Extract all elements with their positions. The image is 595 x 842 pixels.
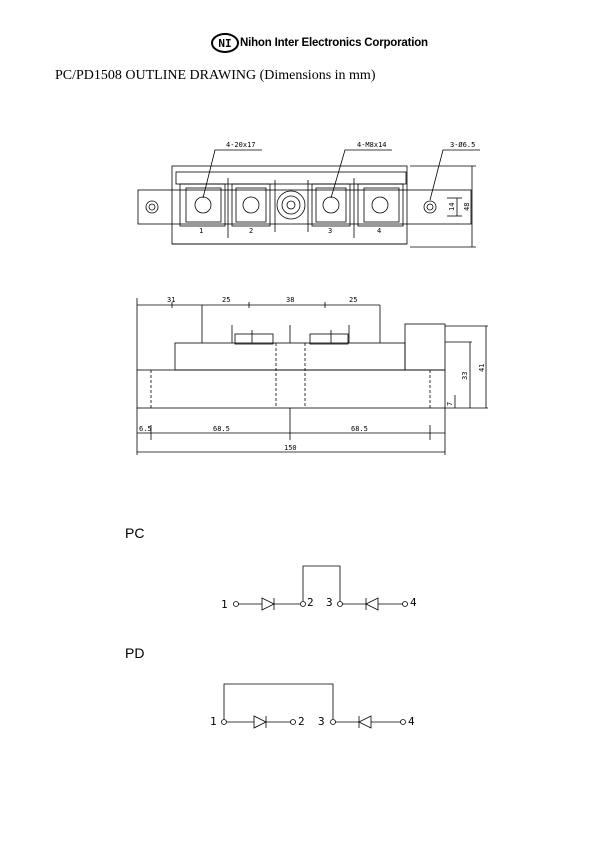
pc-pin-2 xyxy=(300,601,306,607)
pd-pin-4 xyxy=(400,719,406,725)
terminal-screw-3 xyxy=(322,196,340,214)
pd-circuit xyxy=(221,683,406,729)
terminal-block-1 xyxy=(179,183,226,227)
dim-41: 41 xyxy=(478,364,486,372)
terminal-number-1: 1 xyxy=(199,227,203,235)
pd-diode-1 xyxy=(253,715,267,729)
callout-screw: 4-M8x14 xyxy=(357,141,387,149)
mount-hole-left xyxy=(145,200,159,214)
dim-150: 150 xyxy=(284,444,297,452)
pd-pin-label-3: 3 xyxy=(318,715,325,728)
dim-7: 7 xyxy=(446,402,454,406)
company-name: Nihon Inter Electronics Corporation xyxy=(240,37,428,49)
base-plate-side xyxy=(136,369,446,409)
callout-terminal-size: 4-20x17 xyxy=(226,141,256,149)
pc-pin-label-3: 3 xyxy=(326,596,333,609)
dim-25-a: 25 xyxy=(222,296,230,304)
dim-33: 33 xyxy=(461,372,469,380)
callout-mount-hole: 3-Ø6.5 xyxy=(450,141,475,149)
pd-pin-3 xyxy=(330,719,336,725)
pc-pin-4 xyxy=(402,601,408,607)
housing-side xyxy=(174,342,406,371)
dim-38: 38 xyxy=(286,296,294,304)
terminal-screw-2 xyxy=(242,196,260,214)
terminal-number-2: 2 xyxy=(249,227,253,235)
pd-label: PD xyxy=(125,645,145,661)
terminal-number-3: 3 xyxy=(328,227,332,235)
pc-label: PC xyxy=(125,525,145,541)
page-title: PC/PD1508 OUTLINE DRAWING (Dimensions in… xyxy=(55,68,376,83)
terminal-number-4: 4 xyxy=(377,227,381,235)
pc-pin-label-2: 2 xyxy=(307,596,314,609)
center-mount xyxy=(276,190,306,220)
pc-pin-3 xyxy=(337,601,343,607)
pd-pin-1 xyxy=(221,719,227,725)
pd-pin-label-1: 1 xyxy=(210,715,217,728)
pd-pin-label-4: 4 xyxy=(408,715,415,728)
company-logo: NI xyxy=(211,33,239,57)
pc-pin-1 xyxy=(233,601,239,607)
terminal-screw-4 xyxy=(371,196,389,214)
pc-pin-label-1: 1 xyxy=(221,598,228,611)
dim-68-5-a: 68.5 xyxy=(213,425,230,433)
pd-pin-label-2: 2 xyxy=(298,715,305,728)
pc-diode-1 xyxy=(261,597,275,611)
terminal-block-3 xyxy=(311,183,351,227)
pd-link xyxy=(223,683,334,719)
base-plate-top xyxy=(137,189,472,225)
pc-link xyxy=(302,565,341,601)
dim-68-5-b: 68.5 xyxy=(351,425,368,433)
mount-hole-right xyxy=(423,200,437,214)
terminal-screw-1 xyxy=(194,196,212,214)
pd-diode-2 xyxy=(358,715,372,729)
side-view xyxy=(136,298,488,455)
logo-mark-text: NI xyxy=(218,37,231,50)
nihon-inter-logo-icon: NI xyxy=(211,33,239,53)
dim-6-5: 6.5 xyxy=(139,425,152,433)
pc-circuit xyxy=(233,565,408,611)
dim-31: 31 xyxy=(167,296,175,304)
terminal-block-2 xyxy=(231,183,271,227)
top-view xyxy=(137,149,480,248)
pc-diode-2 xyxy=(365,597,379,611)
dim-48: 48 xyxy=(463,203,471,211)
pd-pin-2 xyxy=(290,719,296,725)
pc-pin-label-4: 4 xyxy=(410,596,417,609)
terminal-block-4 xyxy=(357,183,404,227)
dim-14: 14 xyxy=(448,203,456,211)
dim-25-b: 25 xyxy=(349,296,357,304)
